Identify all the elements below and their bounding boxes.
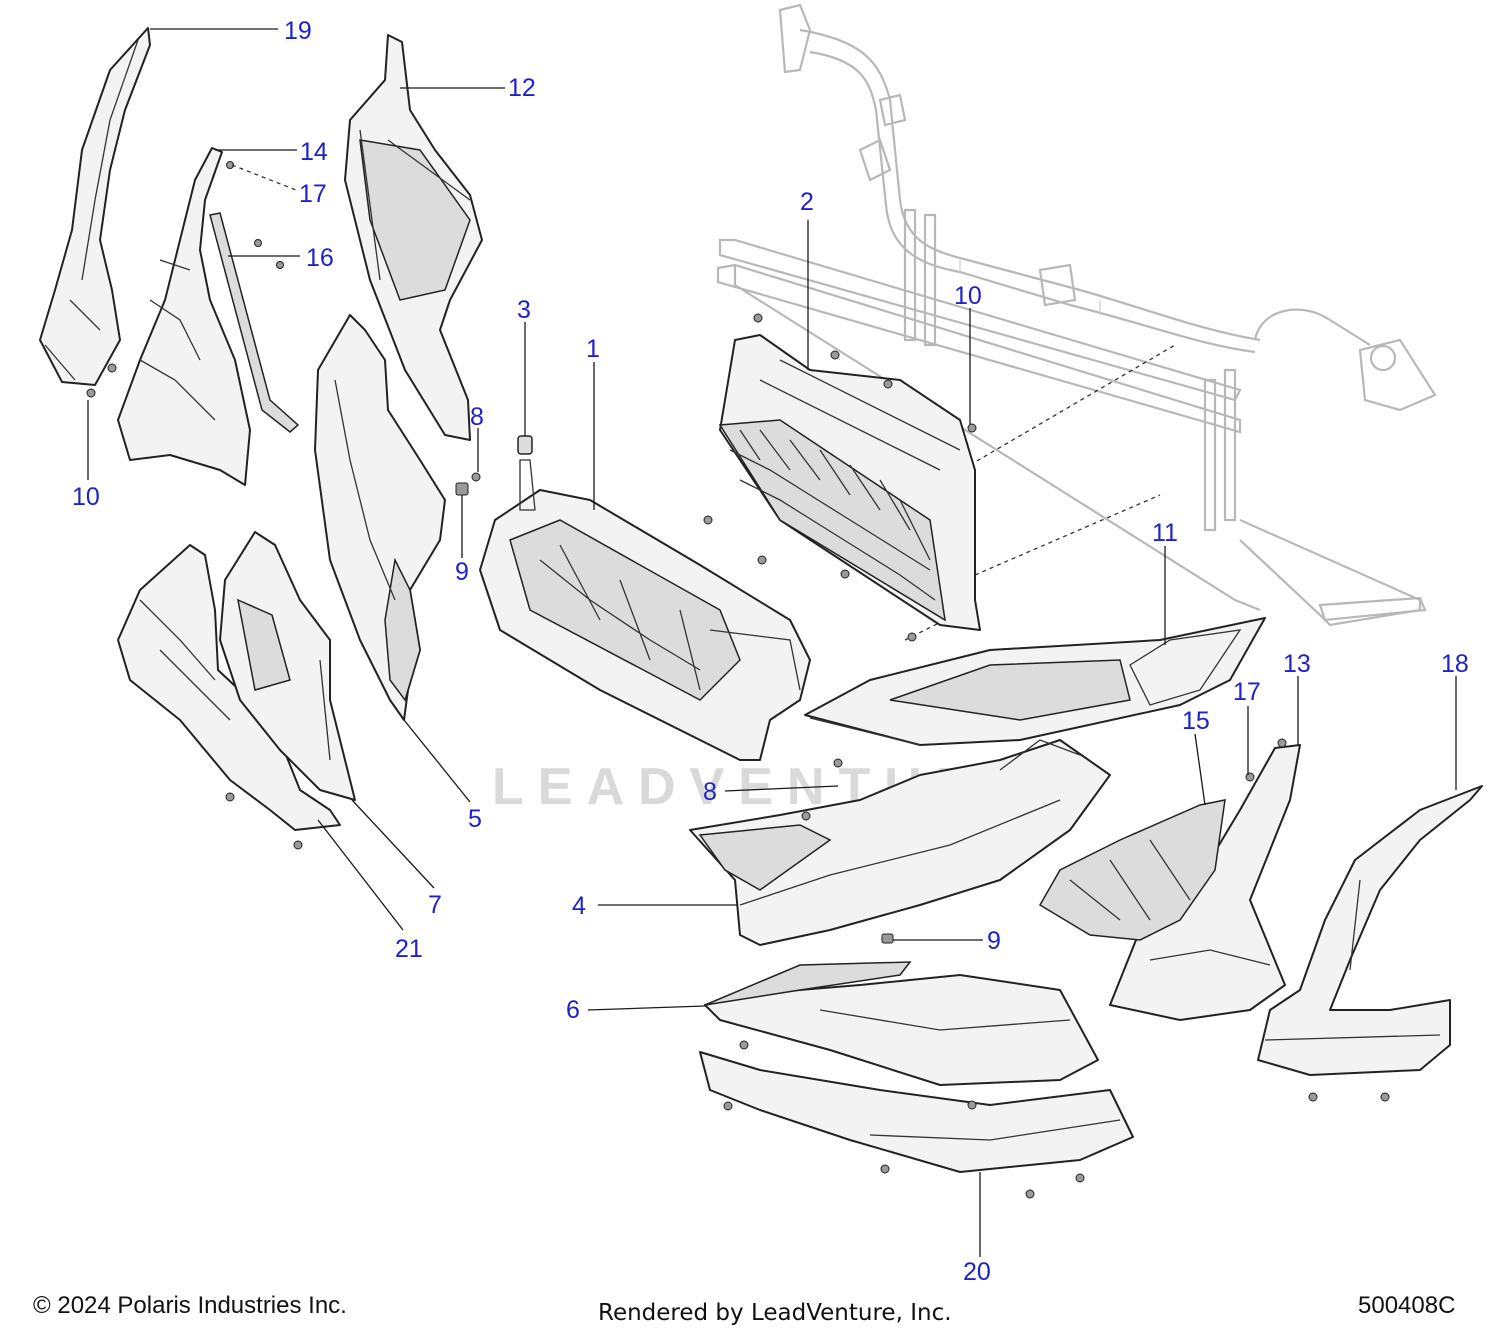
callout-13: 13	[1283, 650, 1311, 678]
copyright-notice: © 2024 Polaris Industries Inc.	[33, 1292, 347, 1319]
part-6-skid	[704, 961, 1099, 1086]
rendered-by-credit: Rendered by LeadVenture, Inc.	[598, 1300, 952, 1326]
chassis-frame	[716, 3, 1437, 627]
part-5-strip	[314, 314, 446, 721]
part-16-strip	[209, 212, 300, 433]
callout-9: 9	[987, 927, 1001, 955]
part-15-insert	[1038, 799, 1226, 941]
part-12-panel	[344, 34, 483, 441]
callout-17: 17	[1233, 678, 1261, 706]
part-21-panel	[117, 544, 341, 831]
callout-16: 16	[306, 244, 334, 272]
part-11-trim	[804, 617, 1266, 746]
part-3-cap	[517, 435, 533, 455]
alignment-line-lower	[974, 494, 1161, 576]
callout-15: 15	[1182, 707, 1210, 735]
callout-11: 11	[1152, 519, 1178, 547]
part-18-fender	[1257, 785, 1483, 1076]
callout-20: 20	[963, 1258, 991, 1286]
part-14-bracket	[117, 147, 251, 486]
callout-19: 19	[284, 17, 312, 45]
callout-17: 17	[299, 180, 327, 208]
callout-8: 8	[703, 778, 717, 806]
callout-1: 1	[586, 335, 600, 363]
callout-14: 14	[300, 138, 328, 166]
callout-5: 5	[468, 805, 482, 833]
callout-18: 18	[1441, 650, 1469, 678]
callout-10: 10	[954, 282, 982, 310]
callout-4: 4	[572, 892, 586, 920]
part-2-grille	[718, 334, 981, 631]
part-19-side-panel	[39, 27, 151, 386]
callout-7: 7	[428, 891, 442, 919]
callout-10: 10	[72, 483, 100, 511]
document-number: 500408C	[1358, 1292, 1456, 1319]
part-4-bumper	[689, 739, 1111, 946]
part-1-shroud	[479, 459, 811, 761]
fasteners	[86, 161, 1390, 1199]
leader-lines	[87, 28, 1457, 1257]
callout-2: 2	[800, 188, 814, 216]
callout-9: 9	[455, 558, 469, 586]
callout-3: 3	[517, 296, 531, 324]
part-20-skid	[699, 1051, 1134, 1173]
callout-6: 6	[566, 996, 580, 1024]
callout-8: 8	[470, 403, 484, 431]
callout-12: 12	[508, 74, 536, 102]
callout-21: 21	[395, 935, 423, 963]
part-7-panel	[219, 531, 356, 801]
